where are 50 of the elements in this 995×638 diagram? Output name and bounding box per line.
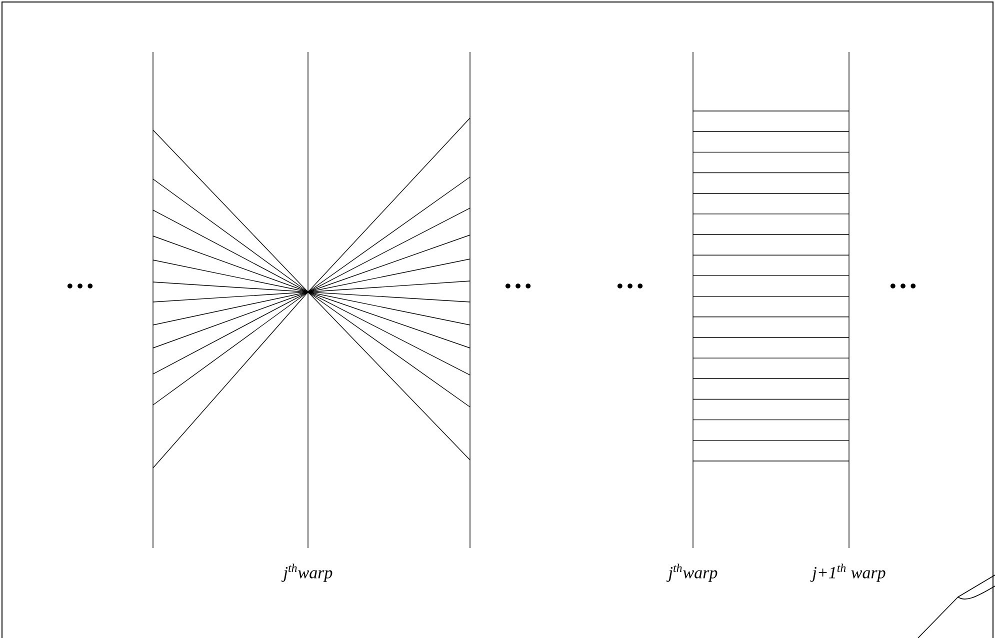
line — [308, 292, 470, 408]
line — [152, 282, 308, 292]
line — [152, 292, 308, 348]
line — [308, 280, 470, 292]
line — [692, 460, 850, 462]
line — [692, 110, 850, 112]
line — [692, 254, 850, 256]
line — [692, 275, 850, 276]
line — [152, 292, 308, 302]
line — [152, 260, 308, 292]
line — [152, 236, 308, 292]
warp-label: j$^{th}$warp — [281, 564, 332, 582]
line — [152, 292, 308, 374]
vertical-line — [848, 52, 850, 548]
line — [308, 234, 470, 292]
line — [308, 292, 470, 348]
line — [308, 292, 470, 376]
line — [692, 152, 850, 153]
ellipsis: … — [890, 284, 916, 288]
ellipsis: … — [68, 284, 93, 288]
line — [308, 176, 470, 292]
line — [152, 292, 308, 406]
line — [692, 296, 850, 297]
line — [308, 258, 470, 292]
line — [152, 130, 308, 292]
line — [308, 292, 470, 302]
line — [692, 337, 850, 338]
line — [152, 292, 308, 468]
line — [692, 419, 850, 420]
line — [692, 378, 850, 379]
ellipsis: … — [506, 284, 531, 288]
line — [308, 292, 470, 460]
line — [692, 172, 850, 174]
line — [692, 440, 850, 441]
vertical-line — [692, 52, 694, 548]
line — [692, 316, 850, 318]
line — [692, 234, 850, 235]
vertical-line — [152, 52, 154, 548]
warp-label: j$^{th}$warp — [666, 564, 718, 582]
line — [152, 292, 308, 326]
line — [692, 193, 850, 194]
line — [692, 398, 850, 400]
line — [308, 292, 470, 326]
line — [692, 131, 850, 132]
warp-label: j+1$^{th}$ warp — [810, 564, 886, 582]
line — [152, 210, 308, 292]
line — [308, 208, 470, 292]
line — [152, 178, 308, 292]
ellipsis: … — [618, 284, 643, 288]
line — [308, 118, 470, 292]
